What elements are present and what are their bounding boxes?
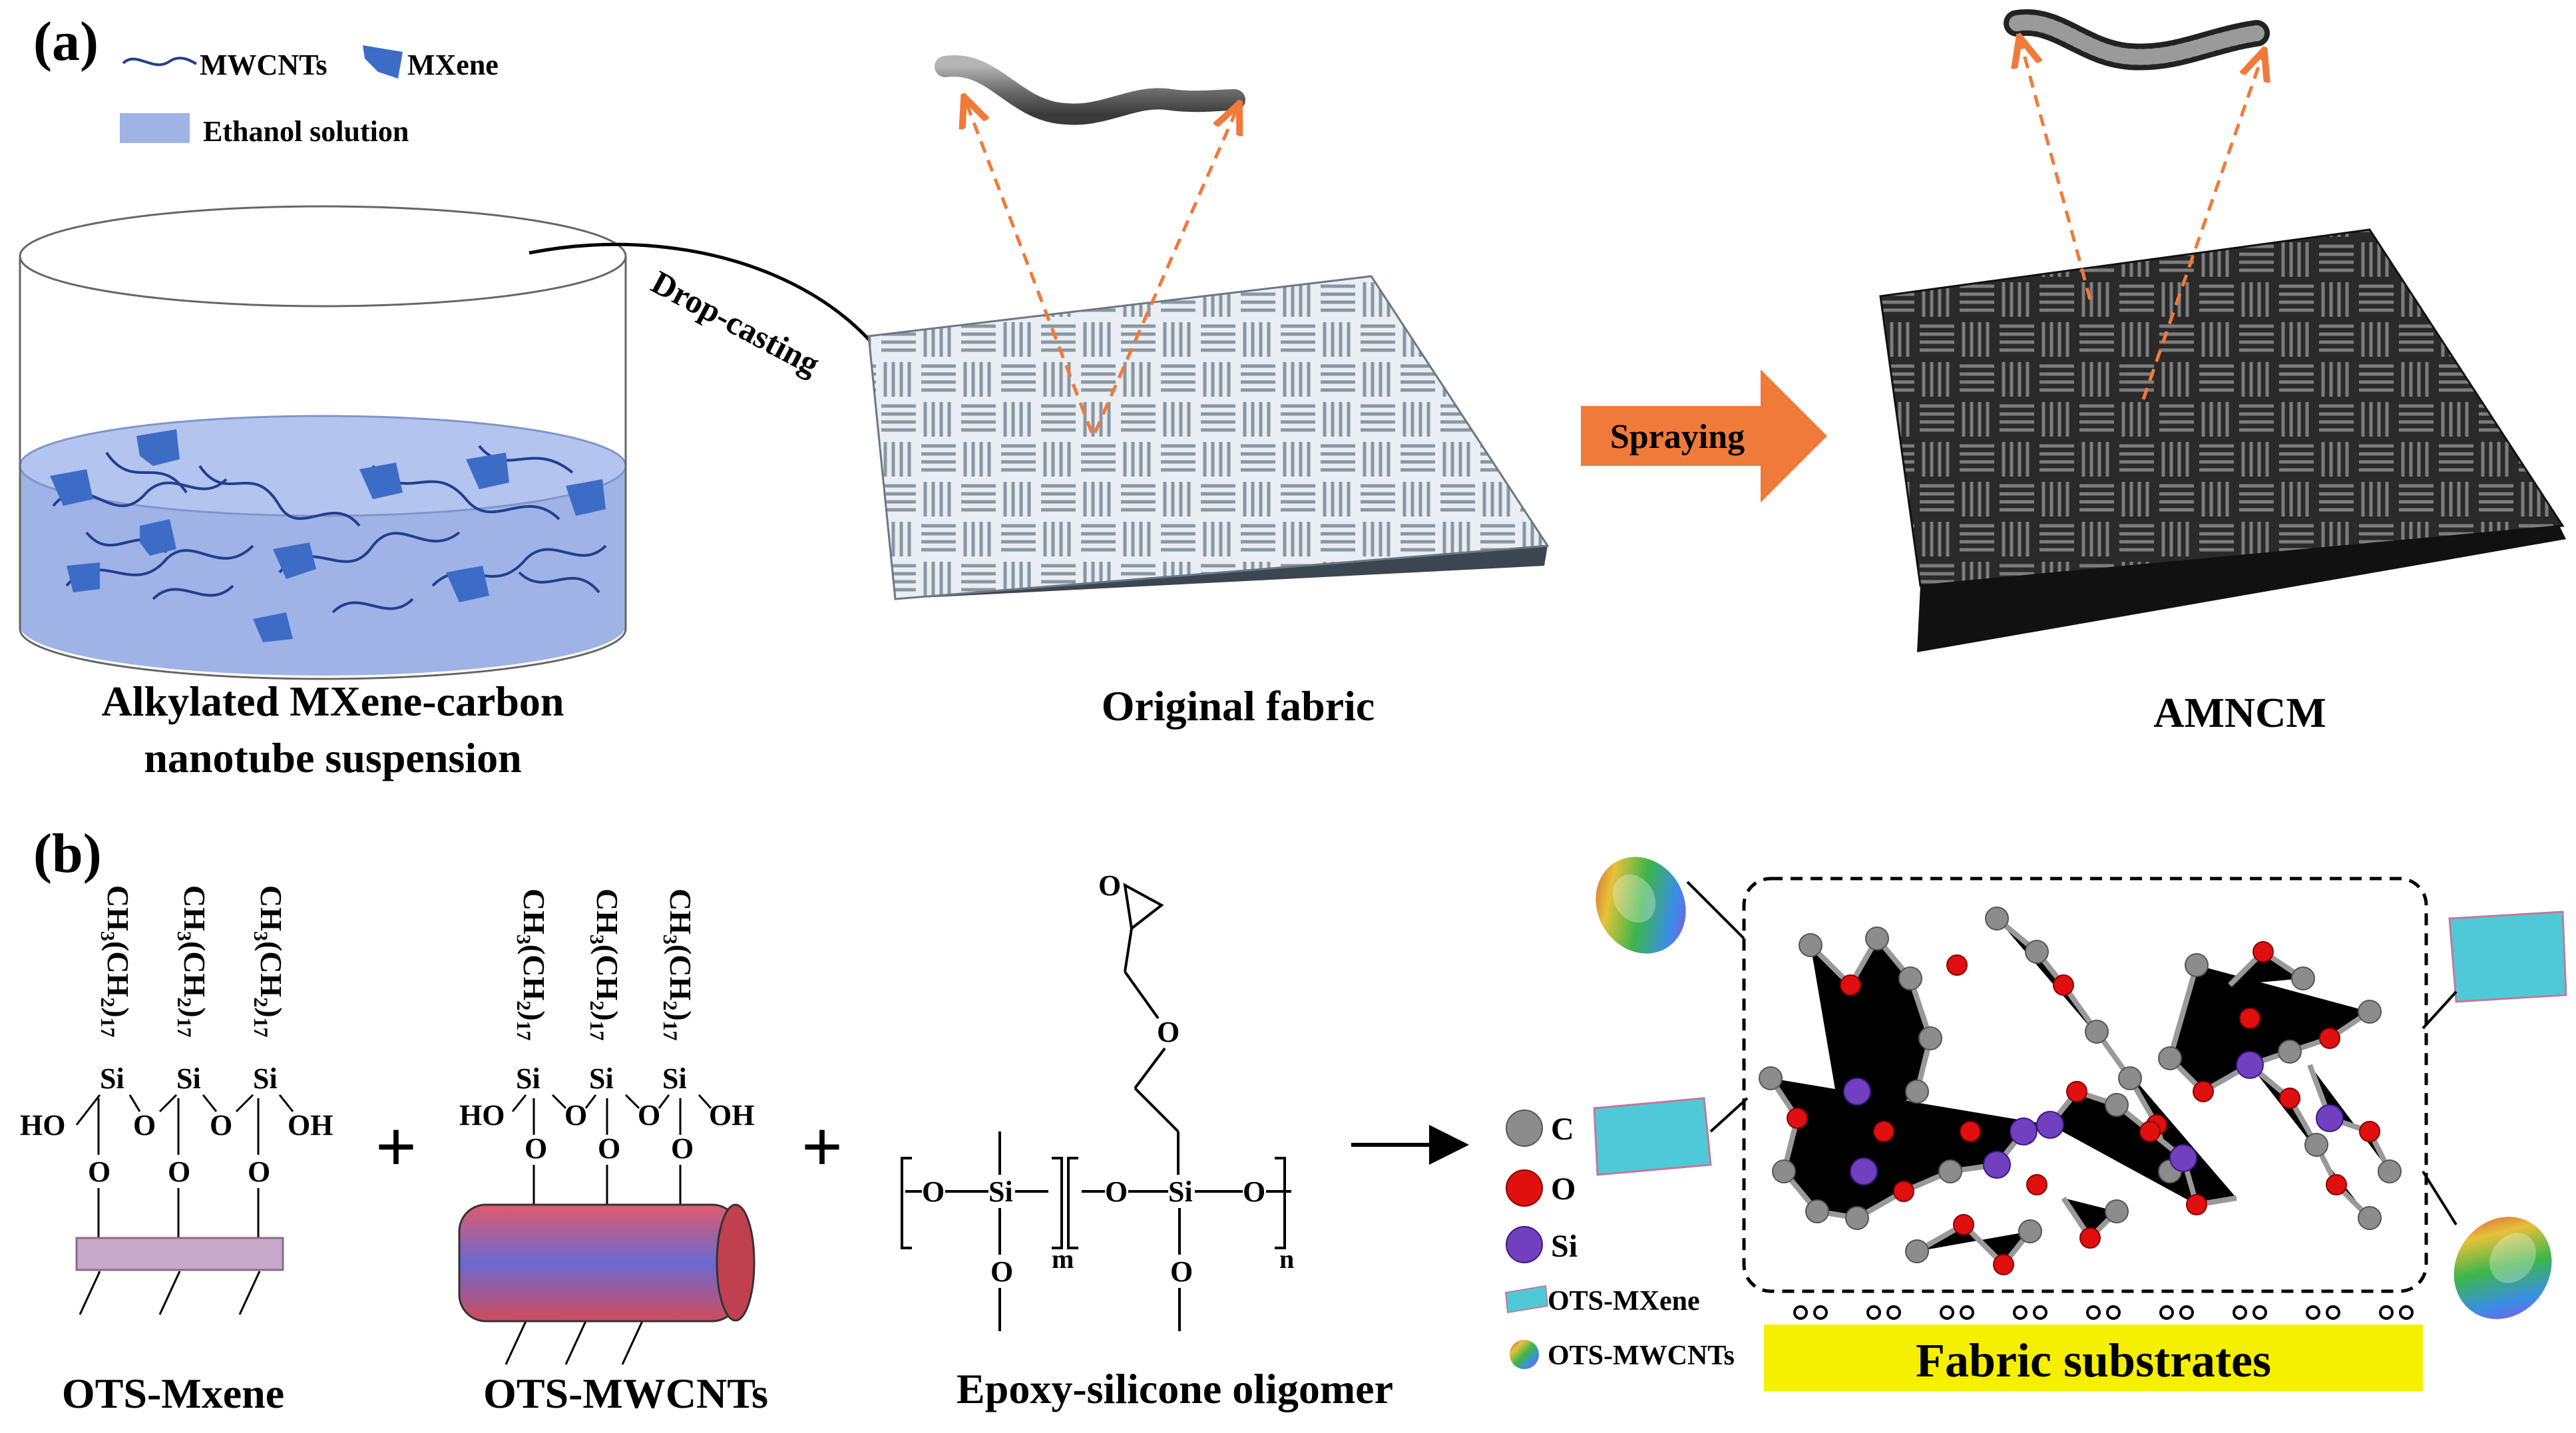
original-fabric-caption: Original fabric bbox=[1102, 682, 1375, 729]
backbone-o-2: O bbox=[1105, 1175, 1128, 1208]
o-bridge-1: O bbox=[133, 1109, 156, 1141]
backbone-o-1: O bbox=[922, 1175, 945, 1208]
beaker-liquid-surface bbox=[19, 415, 627, 517]
nanotube-end bbox=[716, 1203, 755, 1322]
ots-mxene-caption: OTS-Mxene bbox=[62, 1370, 284, 1417]
atom-key: C O Si OTS-MXene OTS-MWCNTs bbox=[1504, 1110, 1735, 1371]
mwcnt-legend-swatch bbox=[122, 57, 198, 67]
epoxy-caption: Epoxy-silicone oligomer bbox=[957, 1365, 1393, 1412]
o-anchor-5: O bbox=[598, 1132, 620, 1165]
key-ots-mxene: OTS-MXene bbox=[1548, 1286, 1700, 1317]
si-2: Si bbox=[176, 1062, 201, 1095]
side-o-1: O bbox=[990, 1255, 1013, 1288]
o-anchor-3: O bbox=[248, 1155, 270, 1188]
beaker-caption-line2: nanotube suspension bbox=[144, 734, 521, 781]
mxene-legend-swatch bbox=[363, 45, 403, 79]
coated-zoom-lines bbox=[2020, 40, 2263, 400]
ots-mwcnts-structure: CH3(CH2)17 CH3(CH2)17 CH3(CH2)17 Si Si S… bbox=[458, 889, 755, 1365]
original-fabric bbox=[867, 275, 1550, 600]
chain-2: CH3(CH2)17 bbox=[173, 885, 212, 1038]
o-anchor-2: O bbox=[168, 1155, 190, 1188]
ho-2: HO bbox=[459, 1099, 505, 1131]
epoxy-structure: O O O Si O Si O O O m n bbox=[901, 869, 1294, 1331]
plus-2: + bbox=[801, 1106, 843, 1187]
o-bridge-2: O bbox=[210, 1109, 232, 1141]
ethanol-legend-swatch bbox=[120, 113, 190, 143]
panel-a-label: (a) bbox=[33, 11, 99, 73]
fabric-substrate bbox=[1764, 1325, 2423, 1391]
backbone-si-1: Si bbox=[988, 1175, 1013, 1208]
plus-1: + bbox=[375, 1106, 417, 1187]
epoxy-o: O bbox=[1098, 869, 1121, 902]
ots-mxene-structure: CH3(CH2)17 CH3(CH2)17 CH3(CH2)17 Si Si S… bbox=[20, 885, 333, 1315]
ots-mxene-icon-left bbox=[1593, 1097, 1749, 1176]
legend-mxene: MXene bbox=[407, 49, 499, 81]
mxene-sheet bbox=[75, 1237, 284, 1271]
subscript-n: n bbox=[1279, 1244, 1294, 1274]
coated-fabric-caption: AMNCM bbox=[2153, 689, 2326, 736]
si-6: Si bbox=[662, 1062, 687, 1095]
si-5: Si bbox=[589, 1062, 614, 1095]
key-c: C bbox=[1551, 1112, 1574, 1147]
ho-1: HO bbox=[20, 1109, 65, 1141]
chain-1: CH3(CH2)17 bbox=[97, 885, 135, 1038]
silicon-atom-swatch bbox=[1506, 1226, 1543, 1263]
fabric-substrate-label: Fabric substrates bbox=[1916, 1334, 2271, 1387]
o-bridge-3: O bbox=[564, 1099, 587, 1131]
legend: MWCNTs MXene Ethanol solution bbox=[120, 45, 499, 148]
ether-o: O bbox=[1157, 1016, 1180, 1048]
ots-mxene-key-icon bbox=[1504, 1285, 1549, 1314]
coated-fabric bbox=[1879, 228, 2566, 652]
chain-3: CH3(CH2)17 bbox=[250, 885, 288, 1038]
legend-mwcnts: MWCNTs bbox=[200, 49, 327, 81]
mxene-flakes bbox=[50, 429, 606, 642]
chain-4: CH3(CH2)17 bbox=[513, 889, 551, 1041]
surface-hydroxyls bbox=[1793, 1305, 2414, 1320]
beaker bbox=[19, 205, 627, 680]
oxygen-atom-swatch bbox=[1506, 1169, 1543, 1207]
o-anchor-4: O bbox=[525, 1132, 547, 1165]
ots-mxene-icon-right bbox=[2422, 911, 2567, 1030]
spraying-label: Spraying bbox=[1610, 418, 1745, 456]
panel-b-label: (b) bbox=[33, 823, 102, 885]
o-bridge-4: O bbox=[638, 1099, 660, 1131]
key-ots-mwcnts: OTS-MWCNTs bbox=[1548, 1340, 1735, 1371]
si-4: Si bbox=[516, 1062, 540, 1095]
oh-1: OH bbox=[288, 1109, 333, 1141]
beaker-caption-line1: Alkylated MXene-carbon bbox=[101, 678, 564, 725]
o-anchor-1: O bbox=[88, 1155, 110, 1188]
network-box bbox=[1742, 877, 2428, 1293]
ots-mwcnts-caption: OTS-MWCNTs bbox=[483, 1370, 768, 1417]
key-si: Si bbox=[1551, 1229, 1578, 1264]
chain-5: CH3(CH2)17 bbox=[586, 889, 624, 1041]
beaker-bottom bbox=[19, 628, 627, 680]
o-anchor-6: O bbox=[671, 1132, 694, 1165]
backbone-o-3: O bbox=[1243, 1175, 1265, 1208]
coated-fabric-sheet bbox=[1879, 228, 2565, 587]
legend-ethanol: Ethanol solution bbox=[203, 115, 409, 148]
key-o: O bbox=[1551, 1171, 1576, 1207]
original-fabric-sheet bbox=[867, 275, 1550, 600]
side-o-2: O bbox=[1170, 1255, 1193, 1288]
original-fiber bbox=[935, 55, 1245, 125]
beaker-rim bbox=[19, 205, 627, 307]
composite-network bbox=[1742, 877, 2428, 1293]
ots-mwcnts-key-icon bbox=[1510, 1340, 1539, 1369]
coated-fabric-edge bbox=[1917, 526, 2566, 652]
coated-fiber bbox=[2004, 9, 2270, 71]
nanotube bbox=[458, 1203, 740, 1323]
chain-6: CH3(CH2)17 bbox=[659, 889, 698, 1041]
drop-casting-label: Drop-casting bbox=[646, 263, 826, 382]
backbone-si-2: Si bbox=[1168, 1175, 1193, 1208]
spraying-arrow: Spraying bbox=[1581, 369, 1827, 503]
ots-mwcnts-icon-bottom-right bbox=[2422, 1170, 2552, 1319]
oh-2: OH bbox=[709, 1099, 754, 1131]
carbon-atom-swatch bbox=[1506, 1110, 1543, 1147]
si-3: Si bbox=[253, 1062, 278, 1095]
ots-mwcnts-icon-top-left bbox=[1596, 857, 1745, 954]
si-1: Si bbox=[100, 1062, 124, 1095]
